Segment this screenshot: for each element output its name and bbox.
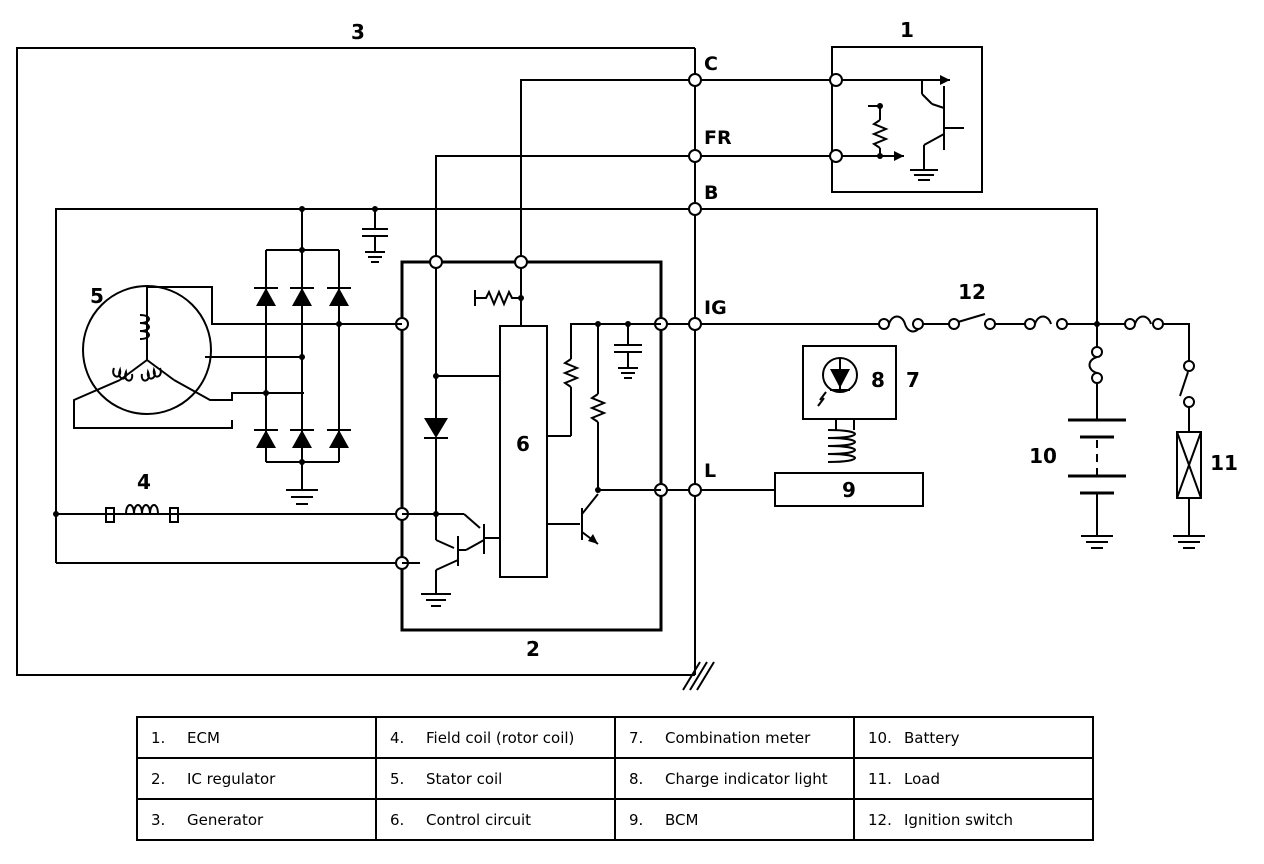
terminal-b-label: B	[704, 182, 718, 204]
legend-text: Stator coil	[426, 769, 503, 788]
legend-number: 8.	[629, 769, 644, 788]
legend-text: Control circuit	[426, 810, 532, 829]
legend-text: Charge indicator light	[665, 769, 828, 788]
label-field-coil-number: 4	[137, 470, 151, 494]
legend-cell: 3. Generator	[136, 798, 377, 841]
label-combination-meter-number: 7	[906, 368, 920, 392]
label-bcm-number: 9	[842, 478, 856, 502]
legend-text: Generator	[187, 810, 264, 829]
legend-text: ECM	[187, 728, 220, 747]
legend-number: 10.	[868, 728, 892, 747]
ecm-box	[831, 46, 983, 193]
label-ecm-number: 1	[900, 18, 914, 42]
legend-row: 3. Generator 6. Control circuit 9. BCM 12. I…	[136, 798, 1094, 841]
legend-number: 3.	[151, 810, 166, 829]
legend-table: 1. ECM 4. Field coil (rotor coil) 7. Combin…	[136, 716, 1094, 841]
terminal-fr-label: FR	[704, 127, 732, 149]
legend-number: 12.	[868, 810, 892, 829]
label-stator-coil-number: 5	[90, 284, 104, 308]
legend-cell: 10. Battery	[853, 716, 1094, 759]
label-load-number: 11	[1210, 451, 1238, 475]
legend-cell: 12. Ignition switch	[853, 798, 1094, 841]
legend-cell: 4. Field coil (rotor coil)	[375, 716, 616, 759]
legend-number: 7.	[629, 728, 644, 747]
generator-housing	[16, 47, 715, 691]
legend-number: 2.	[151, 769, 166, 788]
legend-cell: 6. Control circuit	[375, 798, 616, 841]
legend-number: 4.	[390, 728, 405, 747]
legend-number: 11.	[868, 769, 892, 788]
label-ignition-switch-number: 12	[958, 280, 986, 304]
label-ic-regulator-number: 2	[526, 637, 540, 661]
legend-text: Combination meter	[665, 728, 811, 747]
regulator-internals	[402, 268, 661, 607]
combination-meter	[802, 345, 897, 463]
ic-regulator-box	[400, 260, 663, 632]
legend-row: 2. IC regulator 5. Stator coil 8. Charge in…	[136, 757, 1094, 800]
rectifier-bridge	[254, 206, 388, 505]
control-circuit-block	[499, 325, 548, 578]
label-generator-number: 3	[351, 20, 365, 44]
label-charge-light-number: 8	[871, 368, 885, 392]
legend-text: Field coil (rotor coil)	[426, 728, 575, 747]
legend-number: 9.	[629, 810, 644, 829]
legend-number: 5.	[390, 769, 405, 788]
field-coil	[53, 504, 179, 523]
legend-row: 1. ECM 4. Field coil (rotor coil) 7. Combin…	[136, 716, 1094, 759]
stator-coil	[73, 285, 402, 429]
legend-text: Battery	[904, 728, 960, 747]
legend-cell: 11. Load	[853, 757, 1094, 800]
terminal-c-label: C	[704, 53, 718, 75]
label-control-circuit-number: 6	[516, 432, 530, 456]
legend-cell: 1. ECM	[136, 716, 377, 759]
legend-number: 6.	[390, 810, 405, 829]
terminal-ig-label: IG	[704, 297, 727, 319]
legend-text: Load	[904, 769, 940, 788]
legend-cell: 7. Combination meter	[614, 716, 855, 759]
legend-number: 1.	[151, 728, 166, 747]
legend-text: BCM	[665, 810, 699, 829]
legend-cell: 9. BCM	[614, 798, 855, 841]
legend-text: Ignition switch	[904, 810, 1014, 829]
bcm-box	[774, 472, 924, 507]
legend-cell: 5. Stator coil	[375, 757, 616, 800]
legend-cell: 8. Charge indicator light	[614, 757, 855, 800]
terminal-wiring	[55, 79, 1098, 564]
legend-cell: 2. IC regulator	[136, 757, 377, 800]
terminal-l-label: L	[704, 460, 716, 482]
label-battery-number: 10	[1029, 444, 1057, 468]
legend-text: IC regulator	[187, 769, 276, 788]
ignition-and-power-circuit	[878, 313, 1205, 549]
charging-system-wiring-diagram: 1 2 3 4 5 6 7 8 9 10 11 12 C FR B IG L	[16, 18, 1238, 691]
